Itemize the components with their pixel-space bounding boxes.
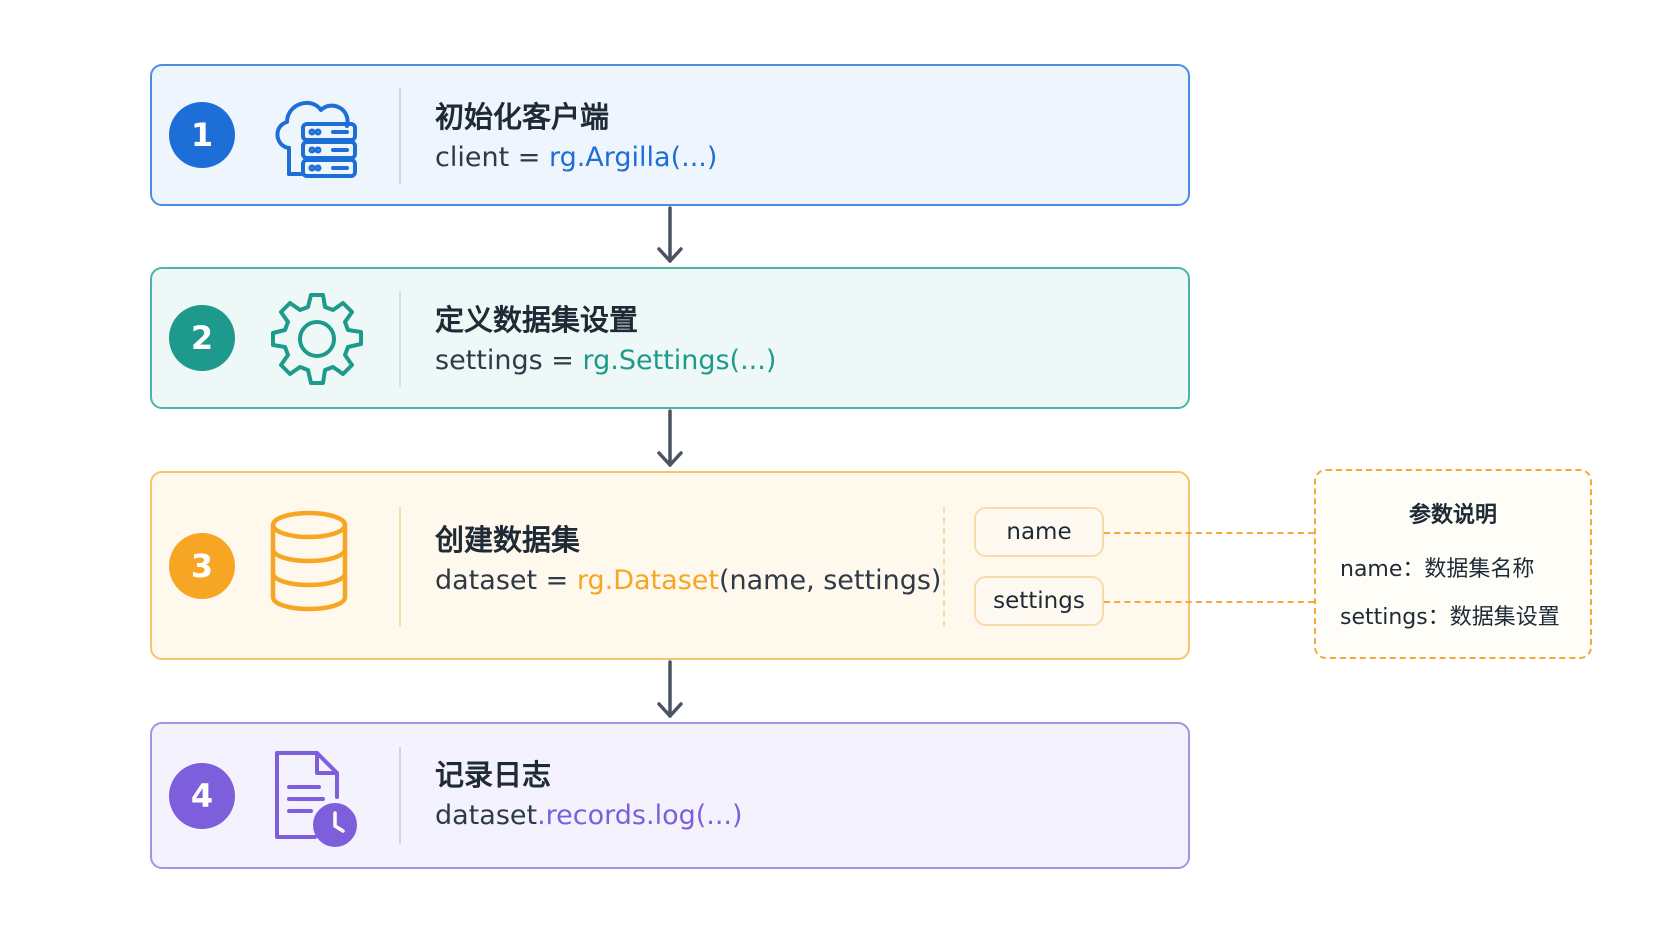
step-code: settings = rg.Settings(...) (435, 345, 776, 376)
flow-arrow-icon (657, 660, 683, 718)
code-prefix: settings = (435, 345, 583, 376)
step-4-card: 4 记录日志 dataset.records.log(...) (150, 722, 1190, 869)
param-description-name: name：数据集名称 (1340, 557, 1535, 582)
param-divider (943, 507, 945, 627)
code-suffix: (name, settings) (718, 565, 942, 596)
step-code: client = rg.Argilla(...) (435, 142, 717, 173)
code-highlight: rg.Dataset (576, 565, 719, 596)
step-title: 记录日志 (435, 758, 552, 792)
step-title: 初始化客户端 (435, 100, 610, 134)
document-clock-icon (275, 751, 357, 847)
step-code: dataset = rg.Dataset(name, settings) (435, 565, 941, 596)
step-code: dataset.records.log(...) (435, 800, 743, 831)
divider (399, 291, 401, 387)
code-highlight: .records.log(...) (537, 800, 743, 831)
step-3-card: 3 创建数据集 dataset = rg.Dataset(name, setti… (150, 471, 1190, 660)
step-title: 定义数据集设置 (435, 303, 639, 337)
code-prefix: client = (435, 142, 549, 173)
param-connector (1104, 601, 1314, 603)
divider (399, 507, 401, 627)
code-highlight: rg.Argilla(...) (548, 142, 718, 173)
step-number-badge: 2 (169, 305, 235, 371)
step-number-badge: 1 (169, 102, 235, 168)
flow-arrow-icon (657, 409, 683, 467)
divider (399, 747, 401, 844)
param-pill-name: name (974, 507, 1104, 557)
step-number-badge: 3 (169, 533, 235, 599)
step-title: 创建数据集 (435, 523, 581, 557)
step-number-badge: 4 (169, 763, 235, 829)
database-icon (270, 510, 348, 612)
param-description-box: 参数说明 name：数据集名称 settings：数据集设置 (1314, 469, 1592, 659)
param-pill-settings: settings (974, 576, 1104, 626)
code-highlight: rg.Settings(...) (582, 345, 777, 376)
code-prefix: dataset (435, 800, 538, 831)
code-prefix: dataset = (435, 565, 577, 596)
step-2-card: 2 定义数据集设置 settings = rg.Settings(...) (150, 267, 1190, 409)
param-box-title: 参数说明 (1408, 503, 1497, 528)
param-description-settings: settings：数据集设置 (1340, 605, 1560, 630)
param-connector (1104, 532, 1314, 534)
cloud-server-icon (275, 100, 357, 178)
gear-icon (271, 293, 363, 385)
divider (399, 88, 401, 184)
flow-arrow-icon (657, 206, 683, 263)
step-1-card: 1 初始化客户端 client = rg.Argilla(...) (150, 64, 1190, 206)
